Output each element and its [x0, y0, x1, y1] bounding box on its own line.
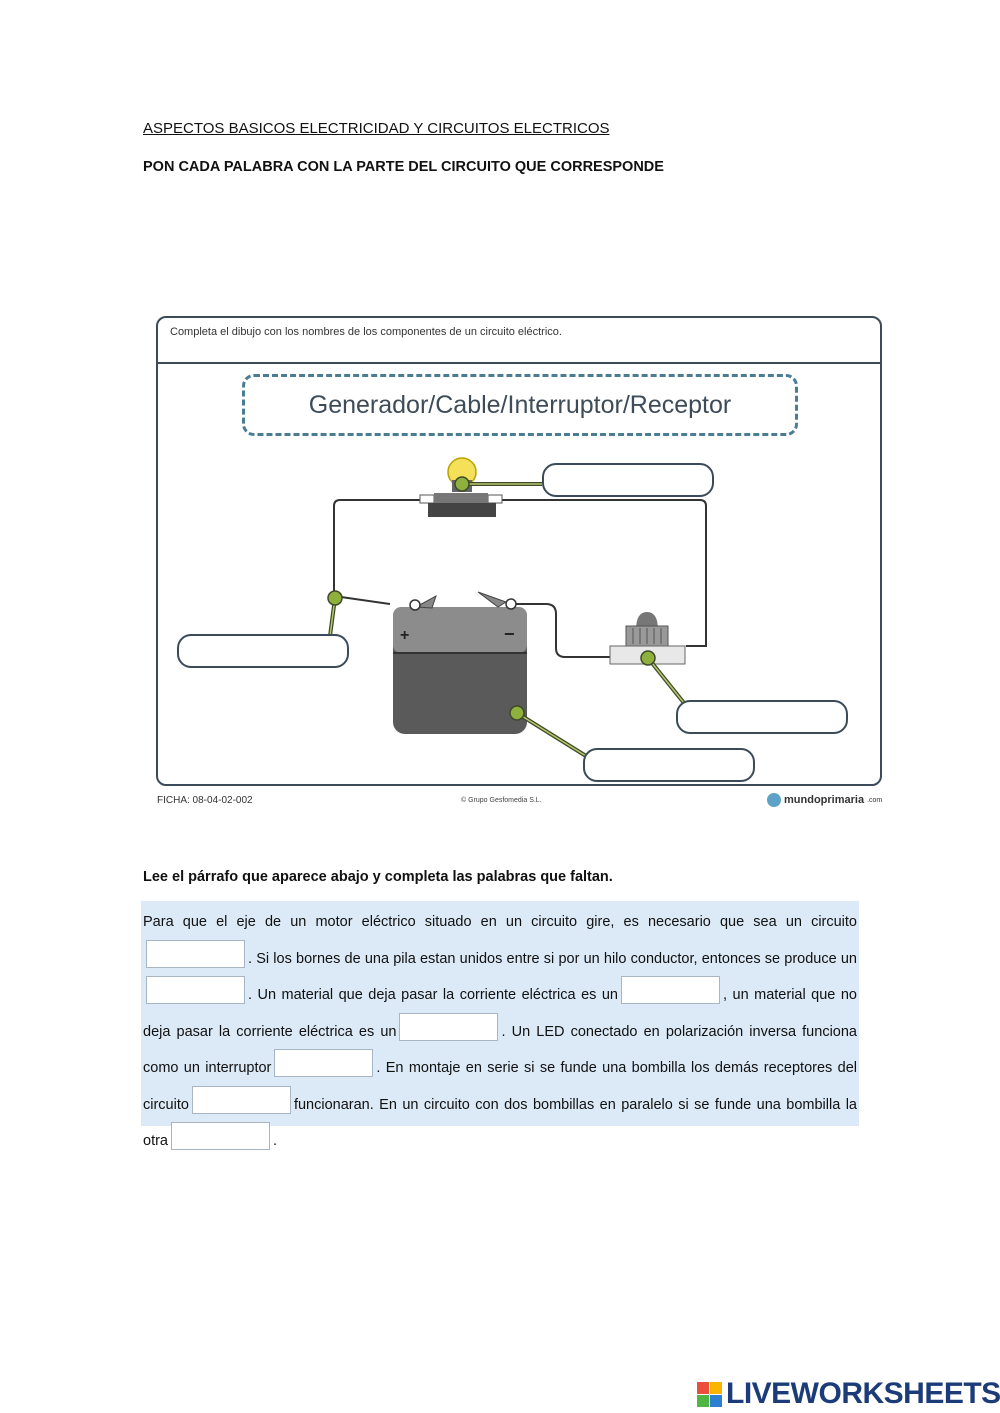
wire-left [333, 499, 420, 605]
paragraph-text-6: . En montaje en serie si se funde una bo… [143, 1060, 857, 1113]
paragraph-text-8: . [273, 1133, 278, 1149]
battery-plus-label: + [400, 627, 409, 644]
battery-icon [393, 591, 527, 734]
connector-dot-cable [327, 590, 343, 606]
liveworksheets-logo: LIVEWORKSHEETS [697, 1377, 1000, 1411]
word-bank-text: Generador/Cable/Interruptor/Receptor [308, 390, 732, 419]
battery-minus-label: − [504, 624, 515, 644]
connector-dot-switch [640, 650, 656, 666]
circuit-worksheet: Completa el dibujo con los nombres de lo… [156, 316, 882, 786]
paragraph-text-2: . Si los bornes de una pila estan unidos… [248, 950, 857, 967]
instruction-text: PON CADA PALABRA CON LA PARTE DEL CIRCUI… [143, 159, 664, 175]
connector-dot-bulb [454, 476, 470, 492]
paragraph-heading: Lee el párrafo que aparece abajo y compl… [143, 869, 613, 885]
connector-dot-battery [509, 705, 525, 721]
globe-icon [767, 793, 781, 807]
answer-blank-3[interactable] [621, 976, 720, 1004]
answer-blank-5[interactable] [274, 1049, 374, 1077]
footer-copyright: © Grupo Gesfomedia S.L. [461, 797, 542, 804]
liveworksheets-logo-icon [697, 1381, 722, 1407]
word-bank: Generador/Cable/Interruptor/Receptor [242, 374, 798, 436]
worksheet-divider [158, 362, 880, 364]
footer-brand: mundoprimaria.com [767, 793, 882, 807]
fill-in-paragraph: Para que el eje de un motor eléctrico si… [141, 901, 859, 1150]
worksheet-instruction: Completa el dibujo con los nombres de lo… [170, 326, 562, 338]
paragraph-text-7: funcionaran. En un circuito con dos bomb… [143, 1096, 857, 1150]
footer-brand-name: mundoprimaria [784, 794, 865, 806]
bulb-icon [419, 457, 503, 517]
label-box-bulb[interactable] [542, 463, 714, 497]
connector-lines-highlight [329, 483, 685, 757]
liveworksheets-logo-text: LIVEWORKSHEETS [726, 1377, 1000, 1410]
paragraph-text-3: . Un material que deja pasar la corrient… [248, 987, 618, 1003]
wire-right [500, 499, 707, 647]
answer-blank-1[interactable] [146, 939, 245, 968]
wire-bottom [512, 603, 610, 658]
label-box-switch[interactable] [676, 700, 848, 734]
answer-blank-6[interactable] [191, 1085, 291, 1114]
paragraph-text-1: Para que el eje de un motor eléctrico si… [143, 914, 857, 930]
circuit-diagram: + − [327, 457, 707, 758]
page-title: ASPECTOS BASICOS ELECTRICIDAD Y CIRCUITO… [143, 120, 610, 137]
answer-blank-2[interactable] [146, 976, 245, 1004]
footer-ficha: FICHA: 08-04-02-002 [157, 795, 253, 806]
paragraph-text-5: . Un LED conectado en polarización inver… [143, 1023, 857, 1077]
answer-blank-7[interactable] [171, 1122, 270, 1150]
footer-brand-suffix: .com [867, 796, 883, 804]
answer-blank-4[interactable] [399, 1012, 499, 1041]
label-box-battery[interactable] [583, 748, 755, 782]
paragraph-text-4: , un material que no deja pasar la corri… [143, 987, 857, 1040]
label-box-cable[interactable] [177, 634, 349, 668]
